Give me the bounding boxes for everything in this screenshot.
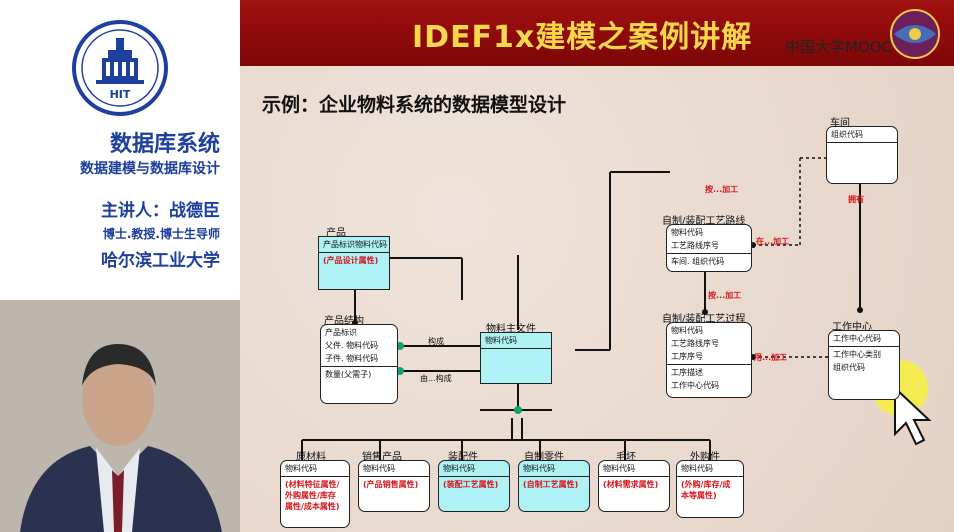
entity-workshop: 组织代码	[826, 126, 898, 184]
entity-process-attr1: 工序描述	[667, 364, 751, 380]
entity-selfmade-name: 自制零件	[524, 452, 564, 463]
entity-product: 产品标识物料代码 (产品设计属性)	[318, 236, 390, 290]
entity-workcenter-attr2: 组织代码	[833, 363, 865, 372]
entity-selfmade: 物料代码 (自制工艺属性)	[518, 460, 590, 512]
entity-purchased-name: 外购件	[690, 452, 720, 463]
example-title: 示例：企业物料系统的数据模型设计	[262, 94, 567, 116]
slide-title: IDEF1x建模之案例讲解	[412, 20, 753, 55]
entity-purchased: 物料代码 (外购/库存/成 本等属性)	[676, 460, 744, 518]
entity-structure-key1: 产品标识	[325, 328, 357, 337]
entity-raw-attr: (材料特征属性/ 外购属性/库存 属性/成本属性)	[281, 476, 349, 514]
entity-raw: 物料代码 (材料特征属性/ 外购属性/库存 属性/成本属性)	[280, 460, 350, 528]
entity-blank-attr: (材料需求属性)	[599, 476, 669, 492]
relation-in-process: 在...加工	[756, 237, 790, 246]
entity-sales-attr: (产品销售属性)	[359, 476, 429, 492]
relation-composed-of: 由...构成	[420, 374, 452, 383]
entity-structure-name: 产品结构	[324, 316, 364, 327]
lecturer-title: 博士.教授.博士生导师	[102, 227, 220, 241]
entity-structure-key2: 父件. 物料代码	[325, 341, 379, 350]
entity-workshop-name: 车间	[830, 118, 850, 129]
entity-structure-attr: 数量(父需子)	[321, 366, 397, 382]
entity-product-key: 产品标识物料代码	[323, 240, 387, 249]
entity-process-key1: 物料代码	[671, 326, 703, 335]
relation-owns: 拥有	[848, 195, 864, 204]
relation-by-process: 按...加工	[705, 185, 739, 194]
entity-assembly-name: 装配件	[448, 452, 478, 463]
entity-sales-name: 销售产品	[362, 452, 402, 463]
lecturer-name: 主讲人：战德臣	[101, 201, 220, 221]
entity-product-attr: (产品设计属性)	[319, 252, 389, 268]
entity-workcenter: 工作中心代码 工作中心类别 组织代码	[828, 330, 900, 400]
entity-structure-key3: 子件. 物料代码	[325, 354, 379, 363]
entity-selfmade-attr: (自制工艺属性)	[519, 476, 589, 492]
entity-process-attr2: 工作中心代码	[671, 381, 719, 390]
entity-process-key2: 工艺路线序号	[671, 339, 719, 348]
entity-process-key3: 工序序号	[671, 352, 703, 361]
slide: IDEF1x建模之案例讲解 中国大学MOOC 示例：企业物料系统的数据模型设计	[240, 0, 954, 532]
entity-workcenter-attr1: 工作中心类别	[829, 346, 899, 362]
entity-route-name: 自制/装配工艺路线	[662, 216, 746, 227]
logo-text: HIT	[110, 88, 131, 101]
relation-use-process: 用...加工	[754, 353, 788, 362]
university-logo: HIT	[72, 20, 168, 116]
entity-master: 物料代码	[480, 332, 552, 384]
entity-process: 物料代码 工艺路线序号 工序序号 工序描述 工作中心代码	[666, 322, 752, 398]
entity-workshop-key: 组织代码	[831, 130, 863, 139]
entity-process-name: 自制/装配工艺过程	[662, 314, 746, 325]
entity-blank-key: 物料代码	[603, 464, 635, 473]
entity-raw-key: 物料代码	[285, 464, 317, 473]
entity-route: 物料代码 工艺路线序号 车间. 组织代码	[666, 224, 752, 272]
entity-sales-key: 物料代码	[363, 464, 395, 473]
relation-by-process-2: 按...加工	[708, 291, 742, 300]
lecturer-video	[0, 300, 240, 532]
entity-workcenter-name: 工作中心	[832, 322, 872, 333]
entity-assembly-key: 物料代码	[443, 464, 475, 473]
entity-assembly: 物料代码 (装配工艺属性)	[438, 460, 510, 512]
course-title: 数据库系统	[109, 132, 220, 157]
entity-raw-name: 原材料	[296, 452, 326, 463]
university-name: 哈尔滨工业大学	[101, 251, 220, 271]
slide-banner: IDEF1x建模之案例讲解 中国大学MOOC	[240, 0, 954, 66]
course-subtitle: 数据建模与数据库设计	[80, 161, 220, 177]
entity-sales: 物料代码 (产品销售属性)	[358, 460, 430, 512]
entity-selfmade-key: 物料代码	[523, 464, 555, 473]
lecturer-panel: HIT 数据库系统 数据建模与数据库设计 主讲人：战德臣 博士.教授.博士生导师…	[0, 0, 240, 532]
entity-master-name: 物料主文件	[486, 324, 536, 335]
entity-structure: 产品标识 父件. 物料代码 子件. 物料代码 数量(父需子)	[320, 324, 398, 404]
entity-route-key2: 工艺路线序号	[671, 241, 719, 250]
entity-blank: 物料代码 (材料需求属性)	[598, 460, 670, 512]
entity-purchased-key: 物料代码	[681, 464, 713, 473]
entity-assembly-attr: (装配工艺属性)	[439, 476, 509, 492]
entity-product-name: 产品	[326, 228, 346, 239]
entity-route-attr: 车间. 组织代码	[667, 253, 751, 269]
entity-purchased-attr: (外购/库存/成 本等属性)	[677, 476, 743, 503]
entity-workcenter-key: 工作中心代码	[833, 334, 881, 343]
dbs-badge-icon	[890, 9, 940, 59]
entity-route-key1: 物料代码	[671, 228, 703, 237]
entity-master-key: 物料代码	[485, 336, 517, 345]
lecturer-silhouette	[0, 300, 240, 532]
mooc-watermark: 中国大学MOOC	[785, 38, 893, 56]
entity-blank-name: 毛坯	[616, 452, 636, 463]
relation-compose: 构成	[428, 337, 444, 346]
